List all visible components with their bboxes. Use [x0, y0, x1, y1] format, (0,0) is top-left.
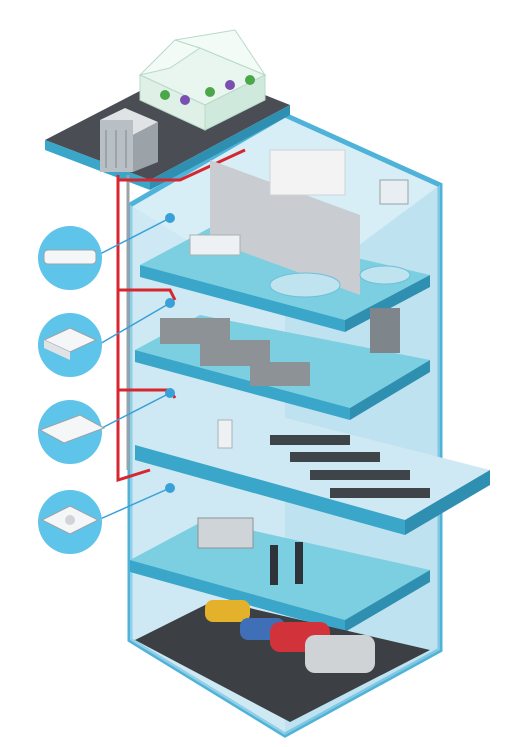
outdoor-unit — [100, 108, 158, 172]
floor-conference — [135, 400, 490, 535]
floor-workstations — [135, 308, 430, 420]
round-cassette-unit-icon — [38, 483, 175, 554]
indoor-unit-icons — [38, 213, 175, 554]
reception-desk — [197, 517, 254, 549]
roof-edge — [45, 140, 150, 190]
office-partition-wall — [210, 160, 360, 295]
car-silver — [305, 635, 375, 673]
podium — [217, 419, 233, 449]
pipe-main-red — [116, 175, 151, 483]
car-yellow — [205, 600, 250, 622]
roof-edge-right — [150, 105, 290, 190]
floor-office — [140, 149, 430, 332]
floors — [130, 149, 490, 722]
refrigerant-pipes — [116, 148, 246, 483]
wall-mounted-unit-icon — [38, 213, 175, 290]
floor-garage — [135, 600, 430, 722]
conference-seats — [270, 435, 430, 498]
greenhouse — [138, 29, 267, 131]
cassette-unit-icon — [38, 298, 175, 377]
ceiling-suspended-unit-icon — [38, 388, 175, 464]
roof — [45, 29, 290, 190]
bookshelf — [269, 149, 346, 196]
floor-reception — [130, 517, 430, 632]
